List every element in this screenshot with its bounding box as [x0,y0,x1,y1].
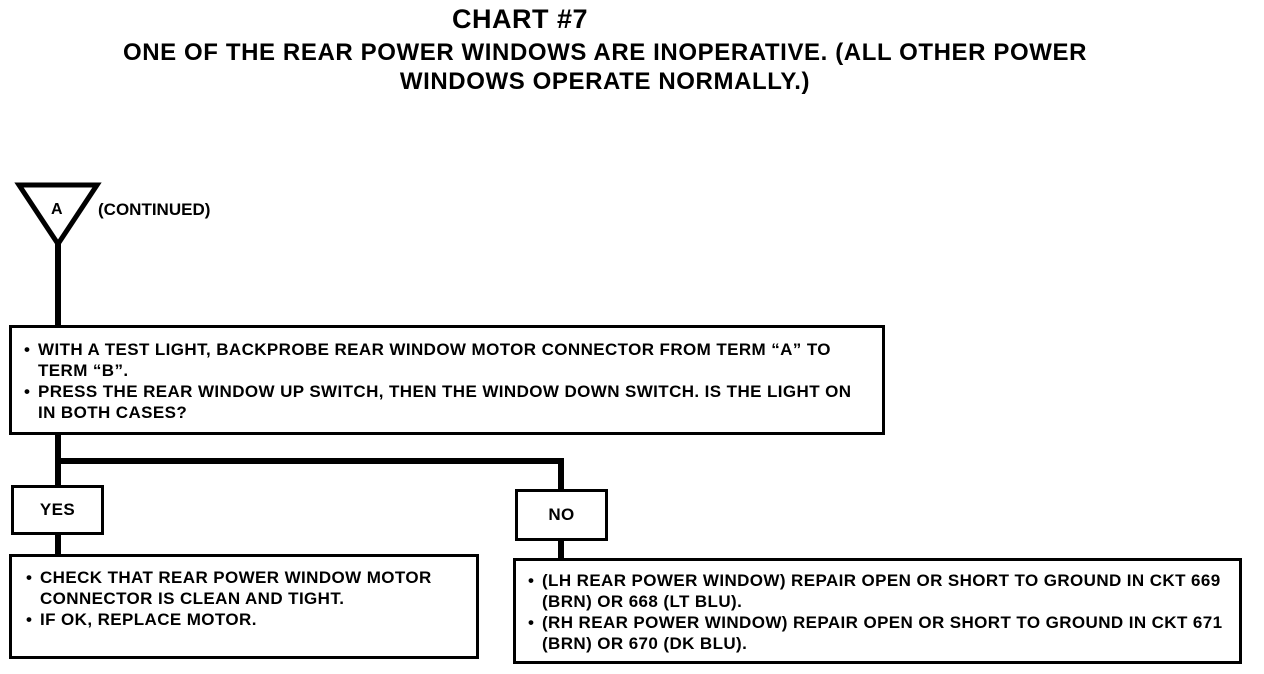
yes-action-box: CHECK THAT REAR POWER WINDOW MOTOR CONNE… [9,554,479,659]
yes-action-item: IF OK, REPLACE MOTOR. [24,609,466,630]
no-action-item: (LH REAR POWER WINDOW) REPAIR OPEN OR SH… [526,570,1229,612]
connector-label: A [51,201,63,218]
question-item: WITH A TEST LIGHT, BACKPROBE REAR WINDOW… [22,339,872,381]
chart-subtitle: ONE OF THE REAR POWER WINDOWS ARE INOPER… [40,38,1170,96]
continuation-triangle-icon [14,182,102,249]
question-box: WITH A TEST LIGHT, BACKPROBE REAR WINDOW… [9,325,885,435]
yes-branch-box: YES [11,485,104,535]
chart-title: CHART #7 [451,4,589,34]
subtitle-line-1: ONE OF THE REAR POWER WINDOWS ARE INOPER… [122,39,1088,66]
yes-action-item: CHECK THAT REAR POWER WINDOW MOTOR CONNE… [24,567,466,609]
no-branch-box: NO [515,489,608,541]
no-action-item: (RH REAR POWER WINDOW) REPAIR OPEN OR SH… [526,612,1229,654]
continued-note: (CONTINUED) [98,200,211,219]
subtitle-line-2: WINDOWS OPERATE NORMALLY.) [399,68,811,95]
question-item: PRESS THE REAR WINDOW UP SWITCH, THEN TH… [22,381,872,423]
no-action-box: (LH REAR POWER WINDOW) REPAIR OPEN OR SH… [513,558,1242,664]
connector-line-no [58,458,564,491]
